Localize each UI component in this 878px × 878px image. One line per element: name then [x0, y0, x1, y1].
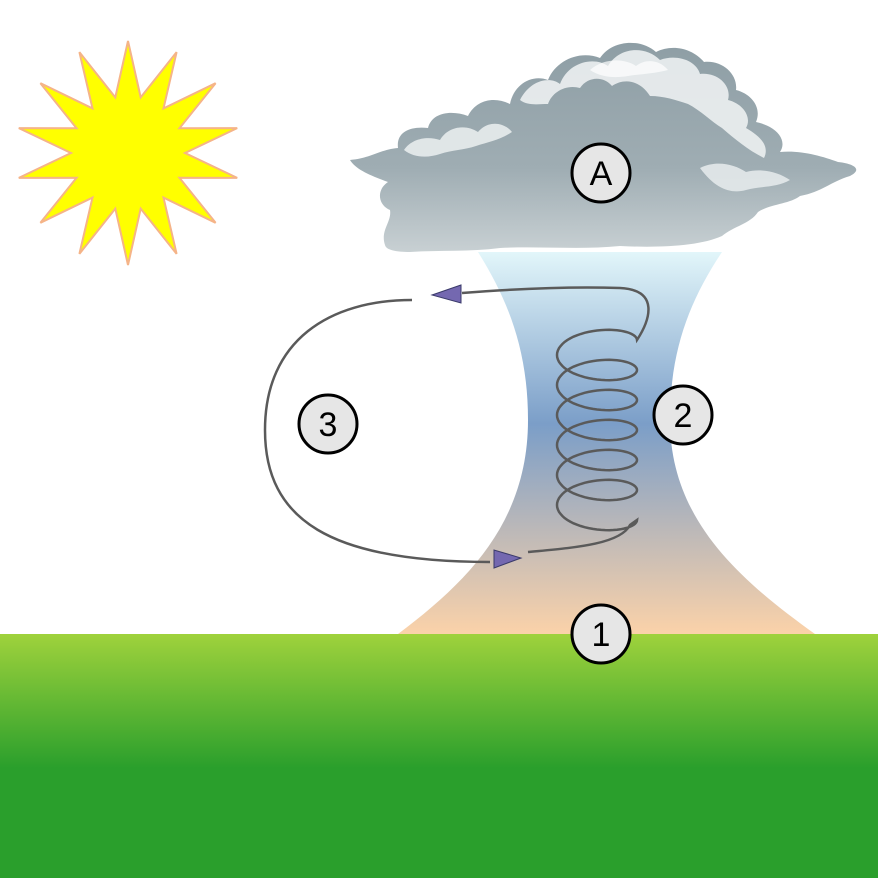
marker-3: 3 [297, 393, 359, 455]
marker-3-label: 3 [319, 406, 338, 444]
marker-2-label: 2 [674, 397, 693, 435]
sun-icon [18, 40, 238, 266]
grass-ground [0, 634, 878, 878]
updraft-spiral [461, 286, 650, 554]
marker-a-label: A [590, 155, 613, 193]
rising-air-column [398, 252, 815, 634]
circulation-loop [263, 298, 491, 564]
marker-a: A [570, 142, 632, 204]
marker-1-label: 1 [592, 616, 611, 654]
marker-1: 1 [570, 603, 632, 665]
triangle-arrow-icon [493, 549, 523, 569]
marker-2: 2 [652, 384, 714, 446]
triangle-arrow-icon [430, 284, 462, 304]
